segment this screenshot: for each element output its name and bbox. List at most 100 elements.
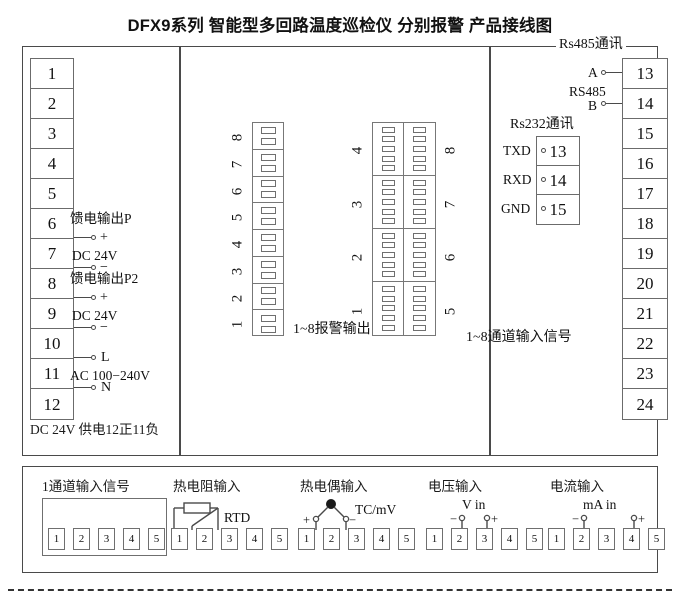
alarm-contact[interactable] — [260, 287, 276, 295]
alarm-contact[interactable] — [260, 153, 276, 161]
channel-contact[interactable] — [381, 242, 395, 249]
channel-contact[interactable] — [381, 126, 395, 133]
channel-group[interactable] — [404, 229, 435, 282]
channel-contact[interactable] — [381, 218, 395, 225]
channel-contact[interactable] — [413, 242, 426, 249]
channel-contact[interactable] — [381, 165, 395, 172]
channel-contact[interactable] — [413, 208, 426, 215]
channel-contact[interactable] — [381, 198, 395, 205]
terminal-cell[interactable]: 6 — [31, 209, 73, 239]
terminal-cell[interactable]: 13 — [623, 59, 667, 89]
channel-contact[interactable] — [381, 295, 395, 302]
pin[interactable]: 4 — [123, 528, 140, 550]
channel-contact[interactable] — [413, 285, 426, 292]
terminal-cell[interactable]: 21 — [623, 299, 667, 329]
terminal-cell[interactable]: 19 — [623, 239, 667, 269]
terminal-cell[interactable]: 3 — [31, 119, 73, 149]
channel-contact[interactable] — [413, 179, 426, 186]
terminal-cell[interactable]: 17 — [623, 179, 667, 209]
alarm-contact[interactable] — [260, 325, 276, 333]
alarm-group[interactable] — [253, 203, 283, 230]
channel-contact[interactable] — [381, 155, 395, 162]
alarm-group[interactable] — [253, 230, 283, 257]
alarm-contact[interactable] — [260, 244, 276, 252]
alarm-group[interactable] — [253, 284, 283, 311]
alarm-contact[interactable] — [260, 164, 276, 172]
pin[interactable]: 3 — [476, 528, 493, 550]
alarm-contact[interactable] — [260, 126, 276, 134]
pin[interactable]: 5 — [271, 528, 288, 550]
pin[interactable]: 2 — [573, 528, 590, 550]
channel-contact[interactable] — [381, 261, 395, 268]
pin[interactable]: 3 — [348, 528, 365, 550]
alarm-group[interactable] — [253, 123, 283, 150]
channel-contact[interactable] — [381, 189, 395, 196]
rs232-terminal-cell[interactable]: 15 — [549, 200, 567, 219]
pin[interactable]: 5 — [398, 528, 415, 550]
channel-contact[interactable] — [381, 232, 395, 239]
channel-group[interactable] — [404, 123, 435, 176]
terminal-cell[interactable]: 5 — [31, 179, 73, 209]
channel-contact[interactable] — [413, 315, 426, 322]
pin[interactable]: 2 — [323, 528, 340, 550]
rs232-terminal-cell[interactable]: 13 — [537, 137, 579, 166]
alarm-contact[interactable] — [260, 233, 276, 241]
alarm-contact[interactable] — [260, 260, 276, 268]
pin[interactable]: 1 — [48, 528, 65, 550]
terminal-cell[interactable]: 20 — [623, 269, 667, 299]
channel-contact[interactable] — [413, 189, 426, 196]
channel-contact[interactable] — [381, 315, 395, 322]
terminal-cell[interactable]: 10 — [31, 329, 73, 359]
alarm-contact[interactable] — [260, 191, 276, 199]
channel-contact[interactable] — [413, 251, 426, 258]
pin[interactable]: 3 — [598, 528, 615, 550]
channel-contact[interactable] — [381, 285, 395, 292]
terminal-cell[interactable]: 18 — [623, 209, 667, 239]
pin[interactable]: 1 — [548, 528, 565, 550]
terminal-cell[interactable]: 7 — [31, 239, 73, 269]
pin[interactable]: 1 — [298, 528, 315, 550]
pin[interactable]: 1 — [171, 528, 188, 550]
alarm-contact[interactable] — [260, 180, 276, 188]
pin[interactable]: 2 — [73, 528, 90, 550]
channel-contact[interactable] — [413, 295, 426, 302]
channel-contact[interactable] — [381, 208, 395, 215]
alarm-contact[interactable] — [260, 218, 276, 226]
channel-contact[interactable] — [381, 145, 395, 152]
channel-contact[interactable] — [381, 325, 395, 332]
pin[interactable]: 4 — [501, 528, 518, 550]
pin[interactable]: 2 — [196, 528, 213, 550]
channel-contact[interactable] — [381, 136, 395, 143]
channel-contact[interactable] — [413, 145, 426, 152]
terminal-cell[interactable]: 11 — [31, 359, 73, 389]
pin[interactable]: 4 — [246, 528, 263, 550]
alarm-group[interactable] — [253, 177, 283, 204]
channel-contact[interactable] — [381, 271, 395, 278]
alarm-contact[interactable] — [260, 314, 276, 322]
terminal-cell[interactable]: 16 — [623, 149, 667, 179]
channel-contact[interactable] — [413, 198, 426, 205]
alarm-group[interactable] — [253, 150, 283, 177]
channel-contact[interactable] — [413, 165, 426, 172]
channel-group[interactable] — [373, 176, 403, 229]
terminal-cell[interactable]: 9 — [31, 299, 73, 329]
alarm-group[interactable] — [253, 257, 283, 284]
channel-group[interactable] — [373, 229, 403, 282]
terminal-cell[interactable]: 1 — [31, 59, 73, 89]
terminal-cell[interactable]: 8 — [31, 269, 73, 299]
pin[interactable]: 3 — [221, 528, 238, 550]
channel-group[interactable] — [404, 176, 435, 229]
terminal-cell[interactable]: 4 — [31, 149, 73, 179]
alarm-contact[interactable] — [260, 207, 276, 215]
terminal-cell[interactable]: 14 — [623, 89, 667, 119]
channel-group[interactable] — [373, 123, 403, 176]
terminal-cell[interactable]: 12 — [43, 394, 61, 414]
pin[interactable]: 3 — [98, 528, 115, 550]
pin[interactable]: 5 — [526, 528, 543, 550]
terminal-cell[interactable]: 22 — [623, 329, 667, 359]
terminal-cell[interactable]: 24 — [636, 394, 654, 414]
channel-contact[interactable] — [413, 325, 426, 332]
alarm-contact[interactable] — [260, 271, 276, 279]
alarm-contact[interactable] — [260, 137, 276, 145]
channel-group[interactable] — [373, 282, 403, 335]
